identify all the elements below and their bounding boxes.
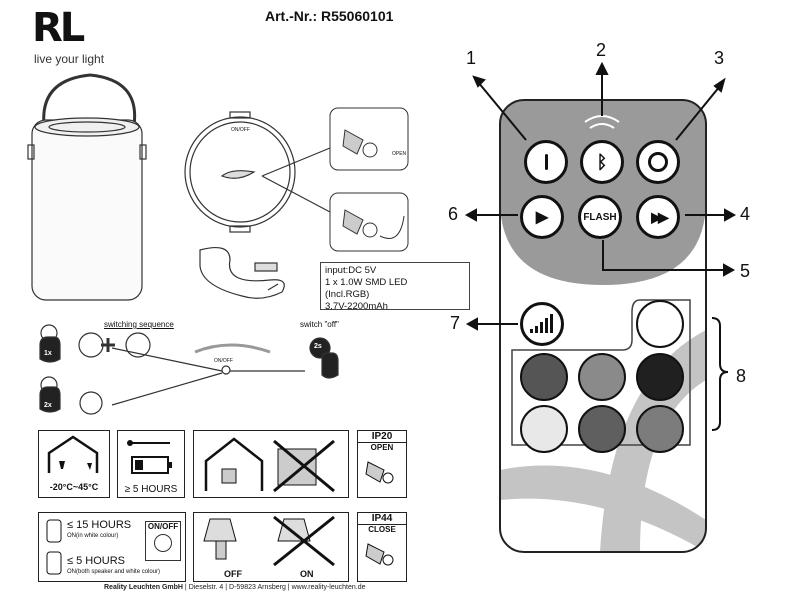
spec-box: input:DC 5V 1 x 1.0W SMD LED (Incl.RGB) … (320, 262, 470, 312)
bluetooth-icon: ᛒ (596, 151, 608, 172)
spec-line: input:DC 5V (325, 265, 377, 276)
usb-cable-illustration (199, 247, 285, 299)
color-button-row2-2[interactable] (578, 405, 626, 453)
spec-line: 1 x 1.0W SMD LED (325, 277, 408, 288)
skip-forward-button[interactable]: ▶▶ (636, 195, 680, 239)
lamp-base-illustration (184, 111, 331, 233)
play-button[interactable]: ▶ (520, 195, 564, 239)
fast-forward-icon: ▶▶ (651, 208, 668, 225)
lamp-runtime-icon (46, 519, 62, 575)
callout-4: 4 (740, 204, 751, 224)
spec-line: 3.7V-2200mAh (325, 301, 388, 312)
footer-address: Reality Leuchten GmbH | Dieselstr. 4 | D… (104, 584, 366, 591)
speaker-note: ON(both speaker and white colour) (67, 569, 161, 575)
speaker-hours: ≤ 5 HOURS (67, 555, 125, 567)
on-label: ON (300, 569, 314, 579)
battery-box: ≥ 5 HOURS (117, 430, 185, 498)
one-tap-label: 1x (44, 350, 52, 357)
usb-battery-icon (127, 440, 172, 474)
house-temperature-icon (47, 435, 99, 473)
color-button-row1-3[interactable] (636, 353, 684, 401)
lamp-base-open-label: OPEN (392, 151, 407, 157)
flash-label: FLASH (583, 211, 617, 223)
two-tap-label: 2x (44, 402, 52, 409)
color-button-white[interactable] (636, 300, 684, 348)
callout-5: 5 (740, 261, 751, 281)
switch-detail-open (329, 107, 409, 252)
plug-open-icon (365, 461, 394, 484)
callout-arrows (464, 61, 737, 431)
callout-7: 7 (450, 313, 461, 333)
ip20-state: OPEN (370, 443, 394, 452)
footer-street: Dieselstr. 4 (188, 584, 224, 591)
temperature-box: -20°C~45°C (38, 430, 110, 498)
power-on-button[interactable] (524, 140, 568, 184)
footer-company: Reality Leuchten GmbH (104, 584, 183, 591)
callout-3: 3 (714, 48, 725, 68)
hold-label: 2s (314, 343, 322, 350)
lamp-illustration (27, 73, 147, 301)
power-off-button[interactable] (636, 140, 680, 184)
temperature-range: -20°C~45°C (49, 482, 99, 492)
indoor-outdoor-charging-box (193, 430, 349, 498)
off-label: OFF (224, 569, 242, 579)
color-panel-outline (511, 299, 691, 446)
runtime-box: ≤ 15 HOURS ON(in white colour) ≤ 5 HOURS… (38, 512, 186, 582)
flash-button[interactable]: FLASH (578, 195, 622, 239)
white-note: ON(in white colour) (67, 533, 119, 539)
callout-6: 6 (448, 204, 459, 224)
bluetooth-button[interactable]: ᛒ (580, 140, 624, 184)
power-on-icon (544, 154, 548, 170)
footer-city: D-59823 Arnsberg (229, 584, 286, 591)
footer-web: www.reality-leuchten.de (291, 584, 366, 591)
color-button-row1-1[interactable] (520, 353, 568, 401)
brightness-button[interactable] (520, 302, 564, 346)
ip44-state: CLOSE (368, 525, 396, 534)
article-number: Art.-Nr.: R55060101 (265, 8, 394, 24)
ip20-rating: IP20 (358, 431, 406, 443)
ip20-box: IP20 OPEN (357, 430, 407, 498)
indoor-charging-icon (204, 437, 335, 493)
power-off-icon (648, 152, 668, 172)
switching-sequence-label: switching sequence (104, 320, 174, 329)
brand-tagline: live your light (34, 52, 105, 66)
color-button-row2-1[interactable] (520, 405, 568, 453)
brightness-bars-icon (530, 314, 553, 333)
ip44-box: IP44 CLOSE (357, 512, 407, 582)
white-hours: ≤ 15 HOURS (67, 519, 132, 531)
color-button-row2-3[interactable] (636, 405, 684, 453)
onoff-button-illustration: ON/OFF (145, 521, 181, 561)
spec-line: (Incl.RGB) (325, 289, 370, 300)
play-icon: ▶ (535, 209, 549, 226)
callout-1: 1 (466, 48, 477, 68)
brand-logo: RL (32, 5, 85, 51)
onoff-button-label: ON/OFF (147, 522, 179, 531)
switching-sequence-diagram (39, 324, 339, 415)
lamp-base-onoff-label: ON/OFF (231, 127, 250, 133)
callout-2: 2 (596, 40, 607, 60)
battery-hours: ≥ 5 HOURS (124, 484, 178, 495)
switching-onoff-label: ON/OFF (214, 358, 233, 364)
charging-on-off-box: OFF ON (193, 512, 349, 582)
remote-swirl-lower (500, 465, 706, 552)
callout-8: 8 (736, 366, 747, 386)
charging-on-off-icon (203, 515, 335, 567)
switch-off-label: switch "off" (300, 320, 339, 329)
color-button-row1-2[interactable] (578, 353, 626, 401)
ip44-rating: IP44 (358, 513, 406, 525)
plug-closed-icon (365, 543, 394, 566)
